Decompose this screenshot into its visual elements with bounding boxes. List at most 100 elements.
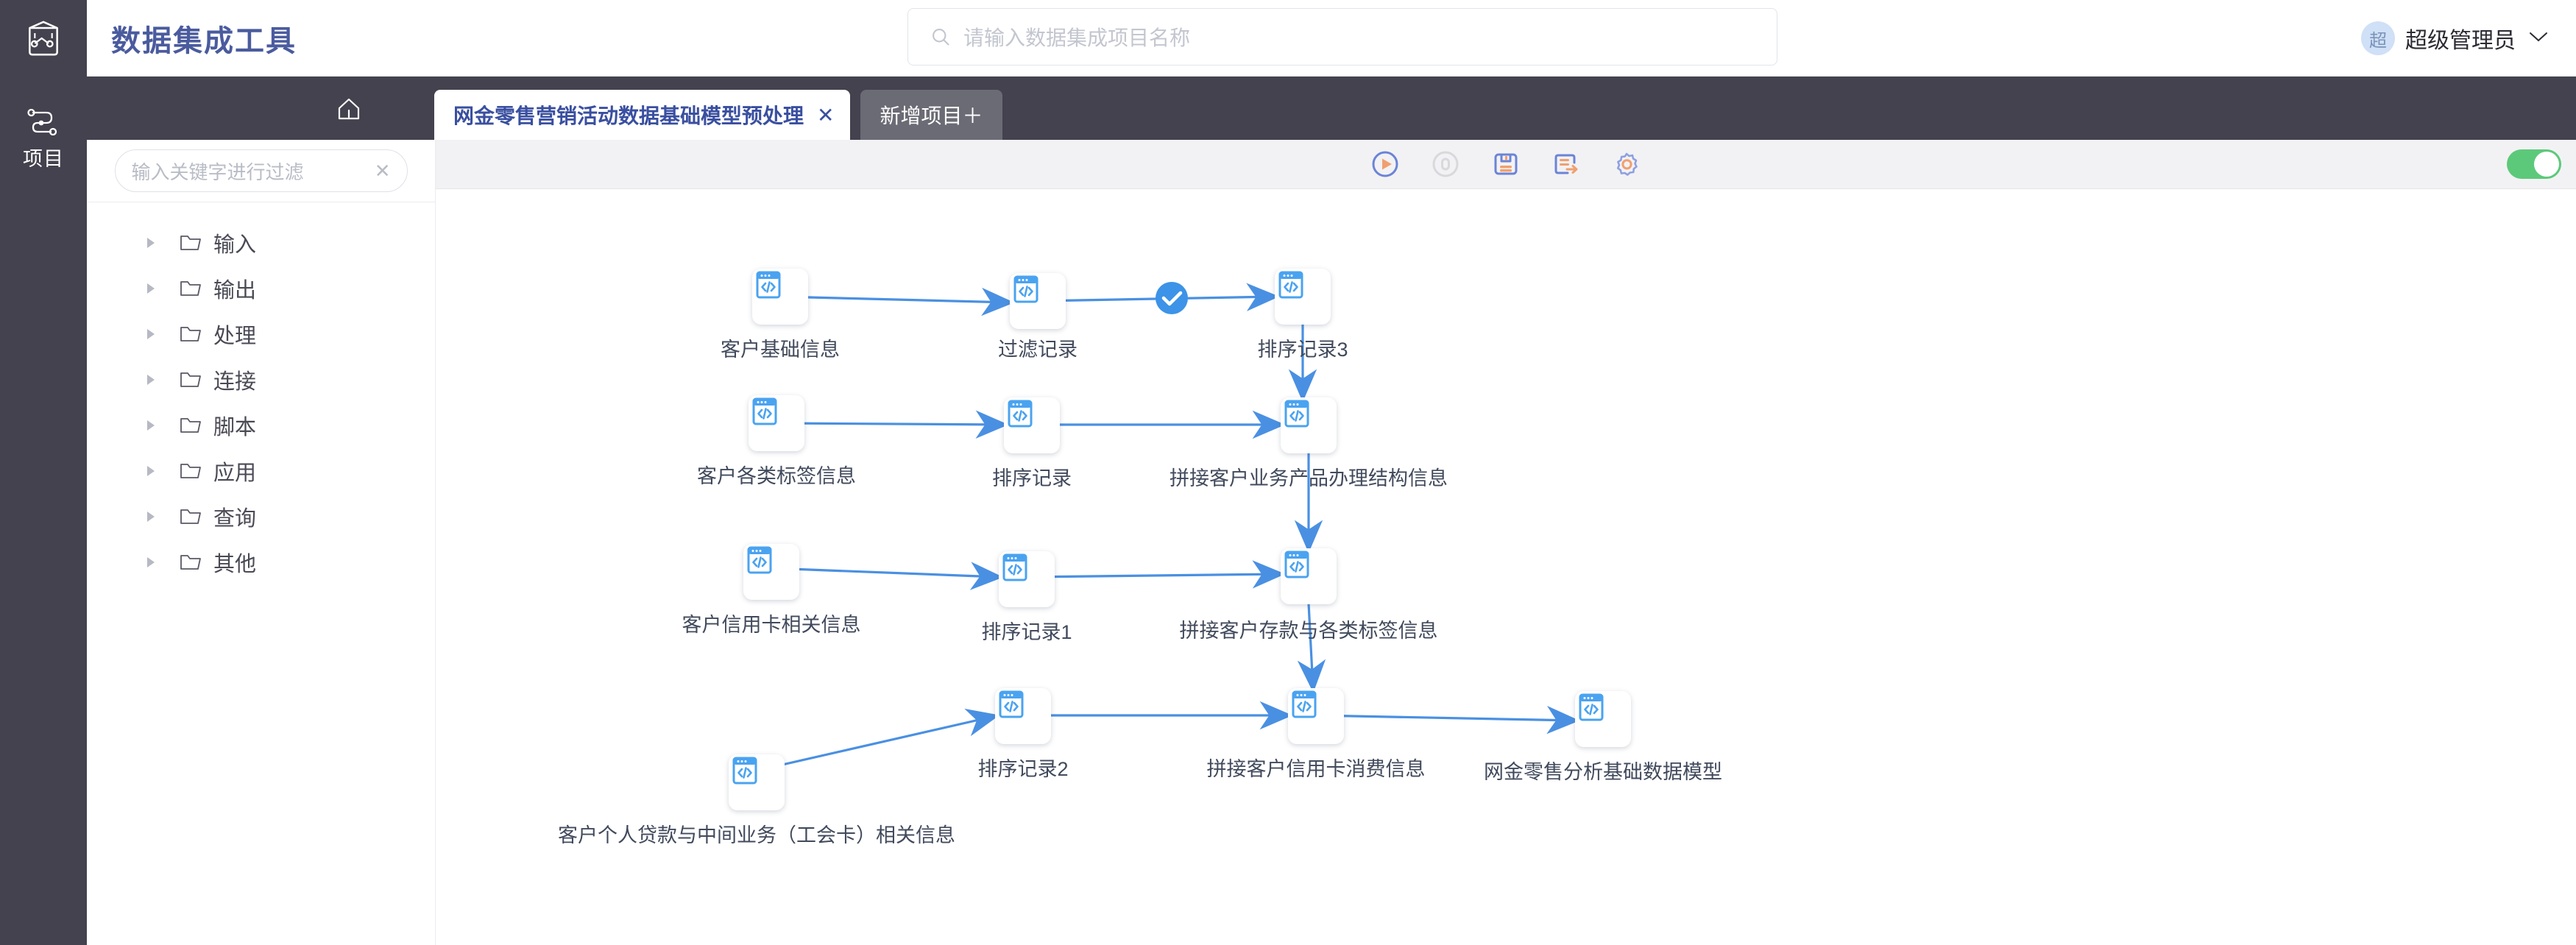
canvas-toolbar bbox=[436, 140, 2576, 189]
code-window-icon bbox=[1008, 400, 1033, 428]
tree-item-label: 输出 bbox=[213, 279, 257, 302]
edge-n10-n11 bbox=[756, 708, 1000, 772]
tab-label: 网金零售营销活动数据基础模型预处理 bbox=[453, 105, 804, 127]
edge-n4-n5 bbox=[776, 410, 1009, 439]
tab-project-active[interactable]: 网金零售营销活动数据基础模型预处理 ✕ bbox=[434, 90, 851, 140]
code-window-icon bbox=[1002, 553, 1027, 581]
chevron-right-icon[interactable] bbox=[147, 375, 155, 385]
chevron-right-icon[interactable] bbox=[147, 283, 155, 294]
flow-node[interactable] bbox=[995, 688, 1051, 744]
edge-n8-n9 bbox=[1026, 560, 1286, 589]
code-window-icon bbox=[752, 397, 777, 425]
code-window-icon bbox=[756, 271, 781, 299]
chevron-right-icon[interactable] bbox=[147, 557, 155, 567]
tree-list: 输入 输出 处理 bbox=[87, 202, 435, 585]
flow-node[interactable] bbox=[1275, 269, 1331, 325]
code-window-icon bbox=[1278, 271, 1303, 299]
code-window-icon bbox=[1013, 275, 1038, 303]
gear-icon bbox=[1616, 152, 1638, 176]
tree-item-script[interactable]: 脚本 bbox=[87, 403, 435, 448]
tree-item-input[interactable]: 输入 bbox=[87, 220, 435, 266]
chevron-right-icon[interactable] bbox=[147, 512, 155, 522]
flow-node[interactable] bbox=[749, 395, 804, 451]
canvas-area: 客户基础信息 过滤记录 排序记录3 bbox=[436, 140, 2576, 945]
component-tree-panel: 输入关键字进行过滤 ✕ 输入 bbox=[87, 140, 436, 945]
cube-chart-icon bbox=[29, 21, 58, 56]
flow-node-label: 拼接客户存款与各类标签信息 bbox=[1179, 620, 1438, 642]
folder-icon bbox=[180, 507, 202, 526]
tree-item-label: 输入 bbox=[213, 233, 257, 257]
sidebar-item-projects[interactable]: 项目 bbox=[23, 106, 64, 171]
tree-item-connect[interactable]: 连接 bbox=[87, 357, 435, 403]
code-window-icon bbox=[999, 690, 1024, 718]
flow-node-label: 客户信用卡相关信息 bbox=[682, 614, 861, 636]
user-menu[interactable]: 超 超级管理员 bbox=[2361, 0, 2550, 77]
flow-node[interactable] bbox=[1288, 688, 1344, 744]
filter-row: 输入关键字进行过滤 ✕ bbox=[87, 140, 435, 202]
code-window-icon bbox=[732, 757, 757, 785]
canvas-toggle[interactable] bbox=[2507, 149, 2561, 179]
flow-node[interactable] bbox=[729, 754, 785, 810]
code-window-icon bbox=[1292, 690, 1317, 718]
flow-node-label: 排序记录1 bbox=[981, 621, 1072, 643]
toggle-knob bbox=[2534, 152, 2559, 177]
filter-placeholder-text: 输入关键字进行过滤 bbox=[131, 160, 304, 183]
tabs-list: 网金零售营销活动数据基础模型预处理 ✕ 新增项目＋ bbox=[434, 90, 1002, 140]
flow-node-label: 客户个人贷款与中间业务（工会卡）相关信息 bbox=[558, 824, 955, 846]
code-window-icon bbox=[1579, 693, 1604, 721]
code-window-icon bbox=[1284, 551, 1309, 578]
tree-item-other[interactable]: 其他 bbox=[87, 539, 435, 585]
tree-item-process[interactable]: 处理 bbox=[87, 311, 435, 357]
tree-item-label: 脚本 bbox=[213, 416, 257, 439]
flow-node[interactable] bbox=[1575, 691, 1631, 747]
run-button[interactable] bbox=[1367, 146, 1404, 183]
edge-n1-n2 bbox=[779, 287, 1015, 316]
flow-node[interactable] bbox=[752, 269, 808, 325]
folder-icon bbox=[180, 461, 202, 481]
chevron-right-icon[interactable] bbox=[147, 238, 155, 248]
flow-node[interactable] bbox=[1010, 273, 1066, 329]
flow-node[interactable] bbox=[1281, 397, 1337, 453]
export-button[interactable] bbox=[1548, 146, 1585, 183]
settings-button[interactable] bbox=[1608, 146, 1645, 183]
flow-node-label: 排序记录2 bbox=[977, 758, 1069, 780]
tree-item-output[interactable]: 输出 bbox=[87, 266, 435, 311]
clear-filter-icon[interactable]: ✕ bbox=[374, 159, 391, 182]
tree-item-label: 连接 bbox=[213, 370, 257, 394]
save-button[interactable] bbox=[1487, 146, 1524, 183]
search-input[interactable]: 请输入数据集成项目名称 bbox=[907, 8, 1777, 66]
search-container: 请输入数据集成项目名称 bbox=[907, 8, 1777, 66]
tab-add-project[interactable]: 新增项目＋ bbox=[860, 90, 1002, 140]
folder-icon bbox=[180, 233, 202, 252]
export-arrow-icon bbox=[1554, 154, 1578, 174]
flow-node-label: 排序记录3 bbox=[1257, 339, 1348, 361]
left-rail: 项目 bbox=[0, 0, 87, 945]
app-logo[interactable] bbox=[0, 0, 87, 77]
sidebar-item-label: 项目 bbox=[23, 148, 64, 170]
flow-node-label: 拼接客户业务产品办理结构信息 bbox=[1170, 467, 1448, 489]
chevron-right-icon[interactable] bbox=[147, 466, 155, 476]
flow-edges bbox=[756, 282, 1580, 772]
stop-button[interactable] bbox=[1427, 146, 1464, 183]
flow-node-label: 客户基础信息 bbox=[721, 339, 840, 361]
play-circle-icon bbox=[1372, 151, 1398, 177]
folder-icon bbox=[180, 370, 202, 389]
pipeline-icon bbox=[27, 108, 57, 135]
flow-node[interactable] bbox=[1004, 397, 1060, 453]
tree-item-query[interactable]: 查询 bbox=[87, 494, 435, 539]
folder-icon bbox=[180, 325, 202, 344]
home-icon bbox=[338, 98, 360, 120]
flow-node[interactable] bbox=[1281, 548, 1337, 604]
home-button[interactable] bbox=[330, 91, 368, 127]
tree-item-label: 处理 bbox=[213, 325, 257, 348]
tree-item-application[interactable]: 应用 bbox=[87, 448, 435, 494]
flow-node[interactable] bbox=[999, 551, 1055, 607]
flow-node[interactable] bbox=[743, 544, 799, 600]
chevron-right-icon[interactable] bbox=[147, 420, 155, 431]
tree-item-label: 查询 bbox=[213, 507, 257, 531]
chevron-right-icon[interactable] bbox=[147, 329, 155, 339]
tree-filter-input[interactable]: 输入关键字进行过滤 ✕ bbox=[114, 149, 408, 192]
page-title: 数据集成工具 bbox=[111, 24, 297, 57]
close-icon[interactable]: ✕ bbox=[817, 103, 835, 127]
